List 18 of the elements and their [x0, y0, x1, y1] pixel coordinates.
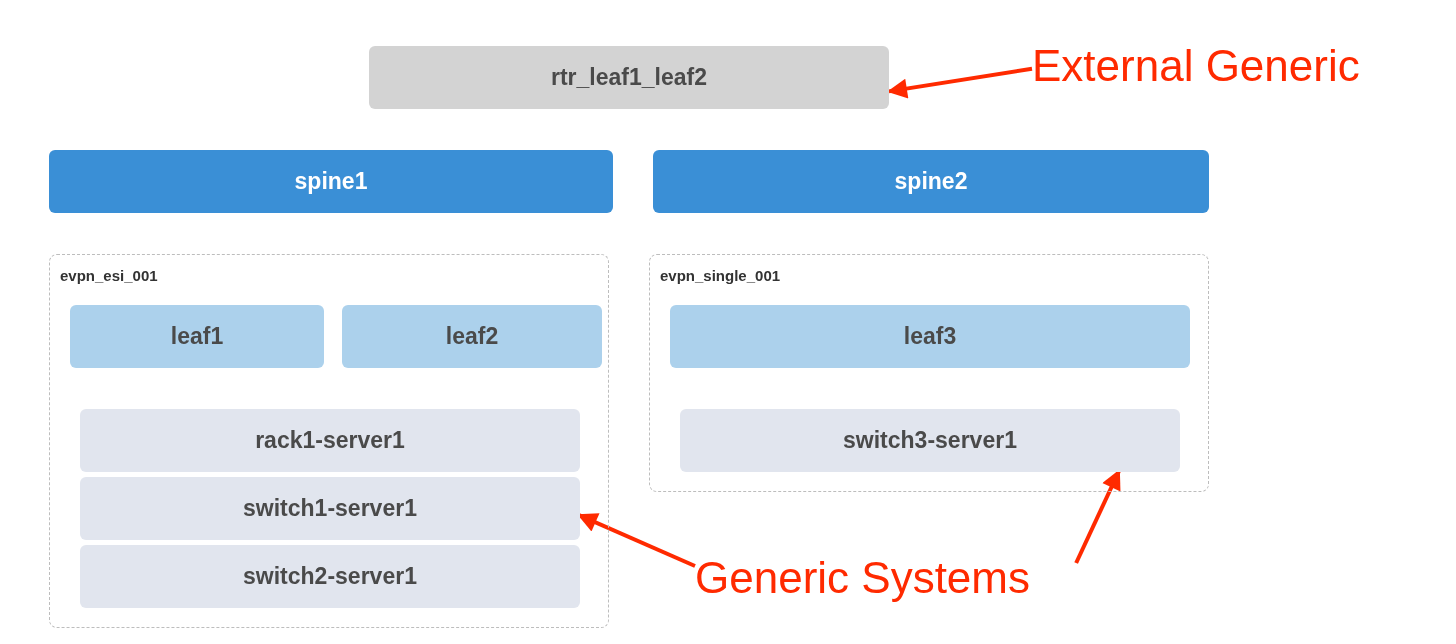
annotation-text: Generic Systems — [695, 548, 1080, 608]
external-system-box: rtr_leaf1_leaf2 — [369, 46, 889, 109]
group-title: evpn_esi_001 — [60, 267, 158, 284]
generic-system-box: switch3-server1 — [680, 409, 1180, 472]
annotation-text: External Generic — [1032, 38, 1412, 94]
dashed-group-frame — [649, 254, 1209, 492]
leaf-box: leaf1 — [70, 305, 324, 368]
group-title: evpn_single_001 — [660, 267, 781, 284]
leaf-box: leaf2 — [342, 305, 602, 368]
spine-box: spine1 — [49, 150, 613, 213]
leaf-box: leaf3 — [670, 305, 1190, 368]
arrow — [1074, 469, 1121, 564]
generic-system-box: switch1-server1 — [80, 477, 580, 540]
generic-system-box: rack1-server1 — [80, 409, 580, 472]
arrow — [887, 66, 1033, 99]
generic-system-box: switch2-server1 — [80, 545, 580, 608]
spine-box: spine2 — [653, 150, 1209, 213]
dashed-group-frame — [49, 254, 609, 628]
